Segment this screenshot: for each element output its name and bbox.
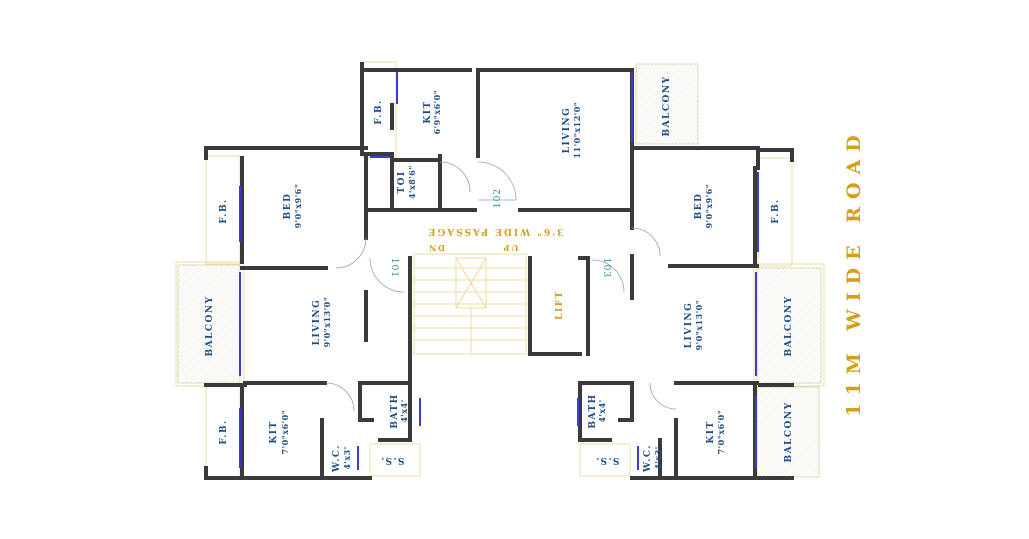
top-kit-size: 6'9"x6'0" [432,90,442,135]
passage-label: 3'6" WIDE PASSAGE [427,226,564,236]
walls [204,62,794,480]
top-fb-label: F.B. [374,99,384,124]
right-living-name: LIVING [684,302,694,349]
right-balcony-2-area [756,386,820,478]
left-living-size: 9'0"x13'0" [322,297,332,348]
road-label: 11M WIDE ROAD [843,127,865,416]
right-ss-label: S.S. [595,455,620,465]
left-balcony-area [177,264,241,384]
flat-101-label: 101 [389,258,399,278]
fixture-outlines [175,61,825,478]
left-wc-size: 4'x3' [342,446,352,469]
left-balcony-label: BALCONY [205,295,215,356]
flat-103-label: 103 [601,258,611,278]
right-balcony-1-area [756,267,822,384]
right-kit-size: 7'0"x6'0" [716,410,726,455]
right-bath-size: 4'x4' [597,399,607,422]
flat-102-label: 102 [493,188,503,208]
top-living-name: LIVING [562,107,572,154]
top-living-size: 11'0"x12'0" [572,102,582,159]
right-balcony2-label: BALCONY [784,401,794,462]
right-wc-name: W.C. [643,444,653,473]
right-living-size: 9'0"x13'0" [694,300,704,351]
top-balcony-area [635,63,699,145]
left-wc-name: W.C. [332,444,342,473]
left-bath-size: 4'x4' [399,399,409,422]
left-ss-label: S.S. [380,455,405,465]
right-wc-size: 4'x3' [653,446,663,469]
left-fb2-label: F.B. [219,419,229,444]
left-kit-size: 7'0"x6'0" [280,410,290,455]
stair-up-label: UP [502,243,519,253]
top-kit-name: KIT [423,100,433,123]
top-toi-name: TOI [397,170,407,193]
right-fb-label: F.B. [771,198,781,223]
left-bed-name: BED [283,193,293,220]
top-balcony-label: BALCONY [662,75,672,136]
right-kit-name: KIT [706,420,716,443]
top-toi-size: 4'x8'6" [407,165,417,199]
left-living-name: LIVING [312,299,322,346]
right-bed-size: 9'0"x9'6" [704,184,714,229]
doors [325,161,677,412]
windows [239,72,759,470]
left-bed-size: 9'0"x9'6" [293,184,303,229]
right-bath-name: BATH [588,393,598,428]
right-bed-name: BED [694,193,704,220]
left-fb1-label: F.B. [219,198,229,223]
lift-label: LIFT [555,290,565,320]
stair-down-label: DN [427,243,445,253]
right-balcony1-label: BALCONY [784,295,794,356]
left-bath-name: BATH [390,393,400,428]
left-kit-name: KIT [269,420,279,443]
